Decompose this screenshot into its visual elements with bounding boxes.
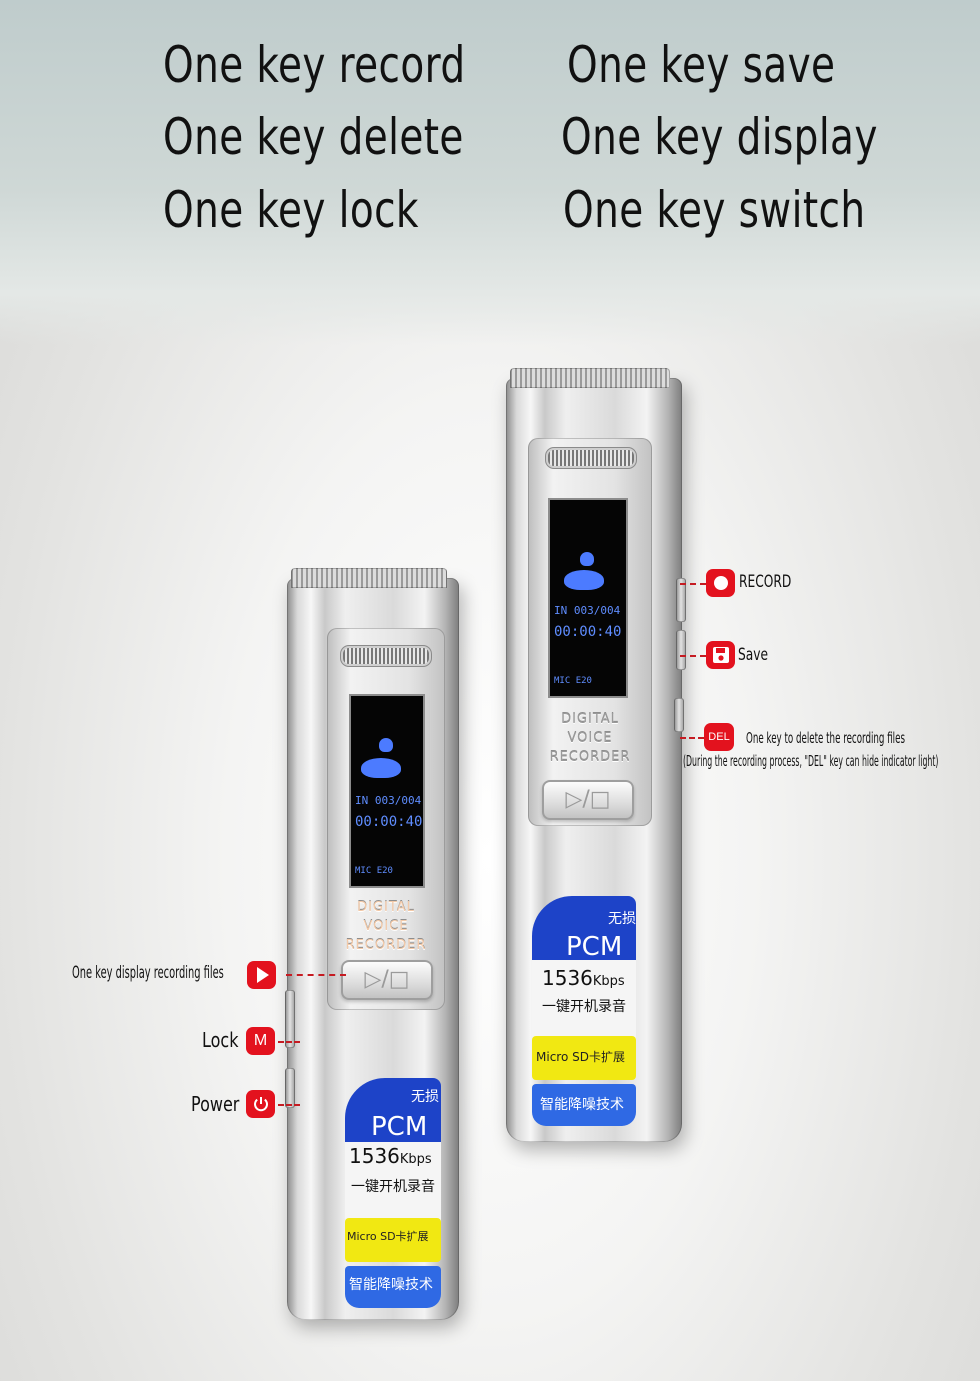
lcd-in: IN 003/004 <box>355 794 422 807</box>
speaker-grille <box>343 648 429 664</box>
sticker-line1: 一键开机录音 <box>542 999 626 1015</box>
recorder-right: IN 003/004 00:00:40 MIC E20 DIGITAL VOIC… <box>506 368 686 1142</box>
delete-icon: DEL <box>704 723 734 751</box>
record-side-key[interactable] <box>676 578 686 622</box>
header-band <box>0 0 980 345</box>
record-leader <box>680 583 706 585</box>
lcd-screen: IN 003/004 00:00:40 MIC E20 <box>349 694 425 888</box>
delete-side-key[interactable] <box>674 698 684 732</box>
feature-sticker: 无损 PCM 1536Kbps 一键开机录音 Micro SD卡扩展 智能降噪技… <box>345 1078 441 1308</box>
recorder-cap <box>510 368 670 388</box>
play-icon <box>247 961 276 989</box>
sticker-line2: Micro SD卡扩展 <box>536 1050 625 1064</box>
sticker-line2: Micro SD卡扩展 <box>347 1230 429 1243</box>
play-stop-button[interactable]: ▷/□ <box>542 780 634 820</box>
lock-icon: M <box>246 1027 275 1055</box>
save-label: Save <box>738 645 769 665</box>
sticker-pcm: PCM <box>371 1112 428 1142</box>
display-leader <box>286 974 346 976</box>
lock-label: Lock <box>202 1028 239 1052</box>
speaker-grille <box>548 450 634 466</box>
feature-sticker: 无损 PCM 1536Kbps 一键开机录音 Micro SD卡扩展 智能降噪技… <box>532 896 636 1128</box>
sticker-pcm: PCM <box>566 932 623 962</box>
power-label: Power <box>191 1092 240 1116</box>
save-side-key[interactable] <box>676 630 686 670</box>
headline-switch: One key switch <box>563 181 866 239</box>
record-icon <box>706 569 735 597</box>
display-button[interactable]: ▷/□ <box>341 960 433 1000</box>
lock-switch[interactable] <box>285 990 295 1048</box>
sticker-line3: 智能降噪技术 <box>349 1277 433 1293</box>
headline-delete: One key delete <box>163 108 464 166</box>
headline-record: One key record <box>163 36 466 94</box>
sticker-lossless: 无损 <box>608 911 636 927</box>
lcd-mic: MIC E20 <box>355 866 393 876</box>
recorder-left: IN 003/004 00:00:40 MIC E20 DIGITAL VOIC… <box>285 568 459 1320</box>
power-switch[interactable] <box>285 1068 295 1108</box>
headline-display: One key display <box>561 108 878 166</box>
lcd-graphic <box>564 570 604 590</box>
sticker-lossless: 无损 <box>411 1089 439 1105</box>
lcd-time: 00:00:40 <box>554 624 622 640</box>
delete-note: (During the recording process, "DEL" key… <box>683 752 939 770</box>
sticker-line3: 智能降噪技术 <box>540 1097 624 1113</box>
sticker-bitrate: 1536Kbps <box>542 966 625 990</box>
lcd-graphic <box>379 738 393 752</box>
device-label: DIGITAL VOICE RECORDER <box>549 712 631 765</box>
delete-description: One key to delete the recording files <box>746 729 905 747</box>
lcd-time: 00:00:40 <box>355 814 423 830</box>
save-leader <box>680 655 706 657</box>
headline-lock: One key lock <box>163 181 419 239</box>
save-icon <box>706 641 735 669</box>
lock-leader <box>278 1041 300 1043</box>
sticker-bitrate: 1536Kbps <box>349 1144 432 1168</box>
lcd-in: IN 003/004 <box>554 604 621 617</box>
lcd-screen: IN 003/004 00:00:40 MIC E20 <box>548 498 628 698</box>
display-label: One key display recording files <box>72 963 224 983</box>
device-label: DIGITAL VOICE RECORDER <box>345 900 427 953</box>
headline-save: One key save <box>567 36 836 94</box>
lcd-mic: MIC E20 <box>554 676 592 686</box>
lcd-graphic <box>361 758 401 778</box>
recorder-cap <box>291 568 447 588</box>
power-leader <box>278 1104 300 1106</box>
record-label: RECORD <box>739 572 792 592</box>
sticker-line1: 一键开机录音 <box>351 1179 435 1195</box>
lcd-graphic <box>580 552 594 566</box>
power-icon <box>246 1090 275 1118</box>
delete-leader <box>680 737 704 739</box>
